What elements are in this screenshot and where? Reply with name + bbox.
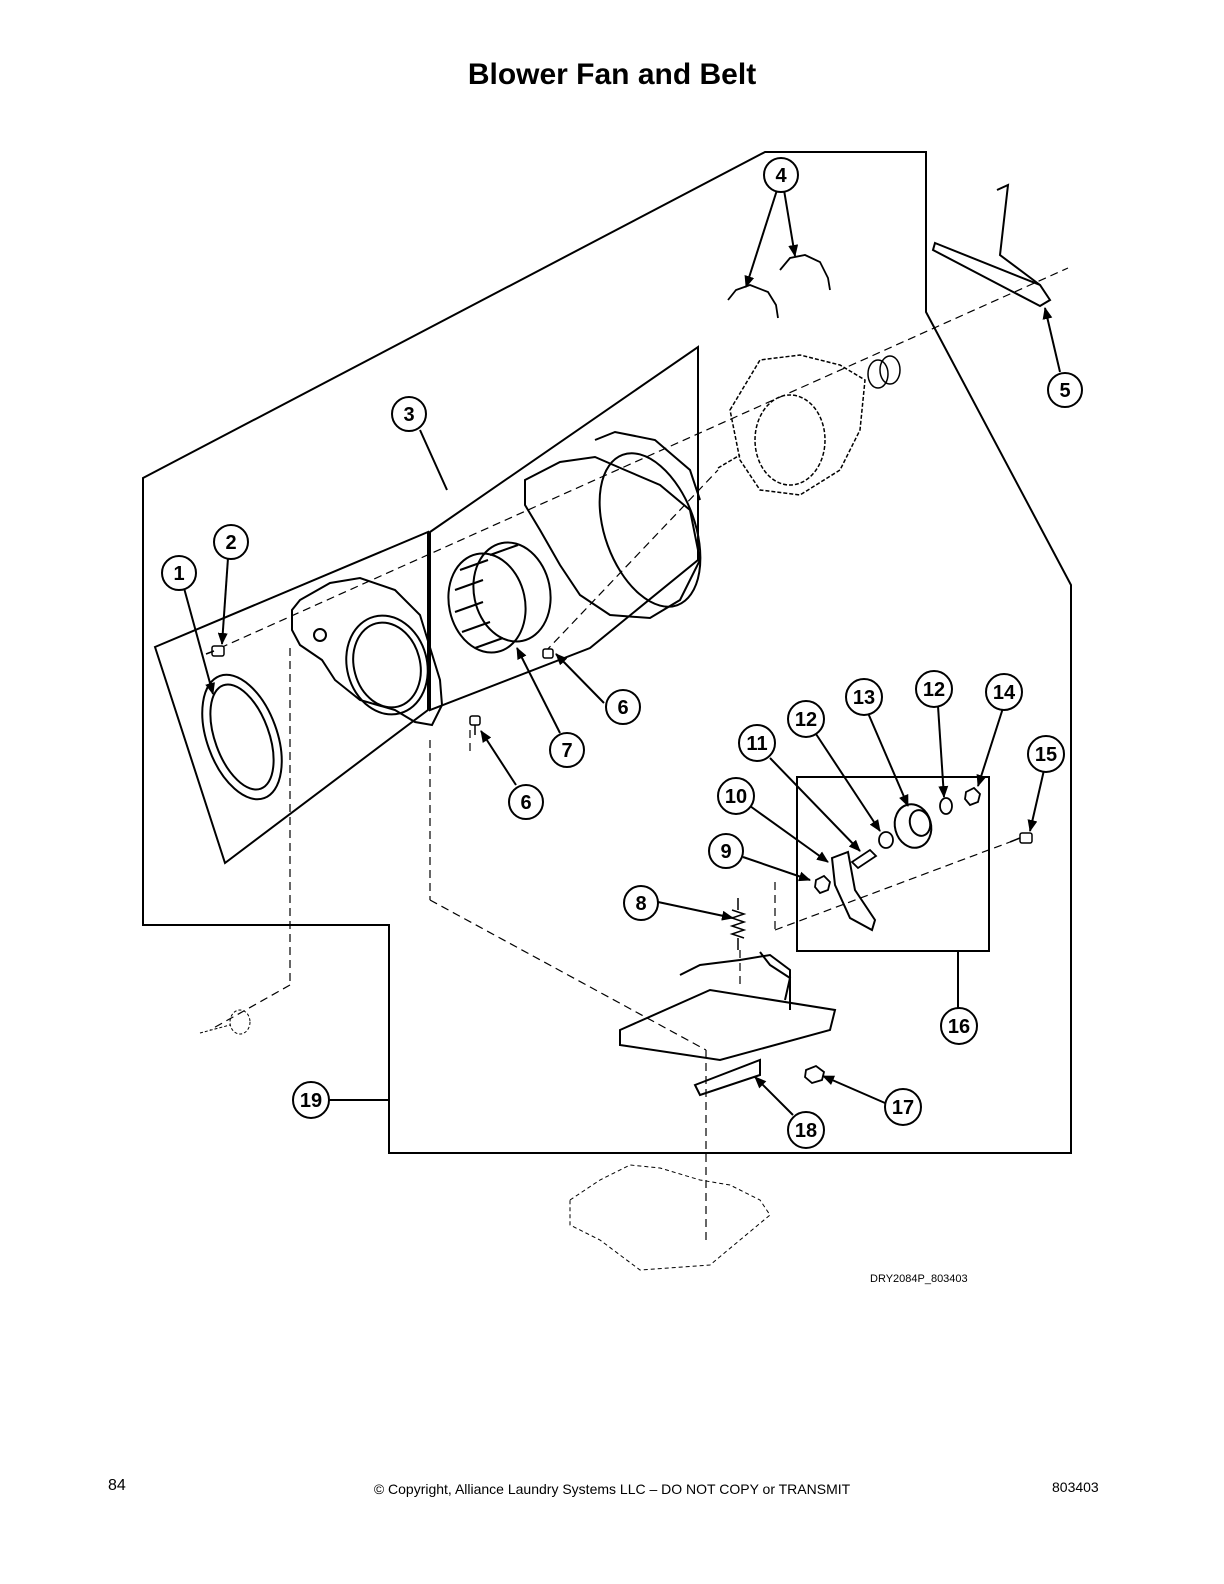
leader-lines bbox=[183, 189, 1061, 1116]
drive-motor bbox=[717, 354, 866, 496]
callout-11: 11 bbox=[738, 724, 776, 762]
page-number: 84 bbox=[108, 1477, 126, 1494]
callout-12: 12 bbox=[915, 670, 953, 708]
idler-shaft bbox=[850, 848, 878, 870]
screw bbox=[469, 648, 554, 735]
motor-pulley bbox=[867, 355, 901, 389]
callout-label: 12 bbox=[795, 709, 817, 731]
motor-mount-base bbox=[619, 951, 837, 1097]
blower-wheel bbox=[447, 541, 552, 654]
copyright-notice: © Copyright, Alliance Laundry Systems LL… bbox=[373, 1481, 851, 1497]
callout-12: 12 bbox=[787, 700, 825, 738]
callout-label: 6 bbox=[520, 792, 531, 814]
callout-6: 6 bbox=[605, 689, 641, 725]
washer bbox=[878, 797, 953, 849]
page-title: Blower Fan and Belt bbox=[467, 58, 757, 91]
callout-2: 2 bbox=[213, 524, 249, 560]
callout-3: 3 bbox=[391, 396, 427, 432]
screw bbox=[1009, 832, 1033, 844]
callout-label: 3 bbox=[403, 404, 414, 426]
callout-1: 1 bbox=[161, 555, 197, 591]
callout-4: 4 bbox=[763, 157, 799, 193]
callout-label: 13 bbox=[853, 687, 875, 709]
callout-label: 8 bbox=[635, 893, 646, 915]
idler-group-outline bbox=[796, 776, 990, 952]
callout-5: 5 bbox=[1047, 372, 1083, 408]
screw bbox=[205, 645, 225, 657]
callout-label: 5 bbox=[1059, 380, 1070, 402]
callout-15: 15 bbox=[1027, 735, 1065, 773]
callout-label: 16 bbox=[948, 1016, 970, 1038]
callout-label: 18 bbox=[795, 1120, 817, 1142]
callout-label: 2 bbox=[225, 532, 236, 554]
callout-7: 7 bbox=[549, 732, 585, 768]
callout-19: 19 bbox=[292, 1081, 330, 1119]
callout-label: 14 bbox=[993, 682, 1016, 704]
callout-18: 18 bbox=[787, 1111, 825, 1149]
document-number: 803403 bbox=[1052, 1479, 1099, 1495]
callout-16: 16 bbox=[940, 1007, 978, 1045]
spring bbox=[729, 898, 747, 950]
callout-label: 7 bbox=[561, 740, 572, 762]
front-housing-plate bbox=[291, 576, 444, 727]
drive-belt bbox=[931, 183, 1052, 308]
nut bbox=[804, 786, 981, 1085]
callout-8: 8 bbox=[623, 885, 659, 921]
assembly-outline bbox=[142, 151, 1072, 1154]
callout-17: 17 bbox=[884, 1088, 922, 1126]
motor-clip bbox=[727, 254, 831, 319]
seal-ring bbox=[201, 673, 283, 801]
callout-label: 17 bbox=[892, 1097, 914, 1119]
callout-6: 6 bbox=[508, 784, 544, 820]
callout-label: 1 bbox=[173, 563, 184, 585]
assembly-axis-lines bbox=[209, 267, 1069, 1240]
blower-housing-group-outline bbox=[429, 345, 699, 712]
drawing-id: DRY2084P_803403 bbox=[870, 1273, 968, 1285]
callout-label: 11 bbox=[746, 733, 767, 755]
callout-14: 14 bbox=[985, 673, 1023, 711]
callout-label: 10 bbox=[725, 786, 747, 808]
callout-label: 15 bbox=[1035, 744, 1057, 766]
bolt-ghost bbox=[199, 1009, 251, 1035]
idler-arm bbox=[830, 850, 877, 932]
blower-housing bbox=[524, 430, 702, 620]
idler-pulley bbox=[893, 803, 933, 849]
callout-label: 12 bbox=[923, 679, 945, 701]
blower-housing-group-outline bbox=[153, 530, 429, 865]
callout-label: 4 bbox=[775, 165, 787, 187]
callout-9: 9 bbox=[708, 833, 744, 869]
dryer-base-ghost bbox=[569, 1164, 771, 1271]
callout-13: 13 bbox=[845, 678, 883, 716]
callout-label: 9 bbox=[720, 841, 731, 863]
callout-label: 19 bbox=[300, 1090, 322, 1112]
callout-label: 6 bbox=[617, 697, 628, 719]
callout-10: 10 bbox=[717, 777, 755, 815]
